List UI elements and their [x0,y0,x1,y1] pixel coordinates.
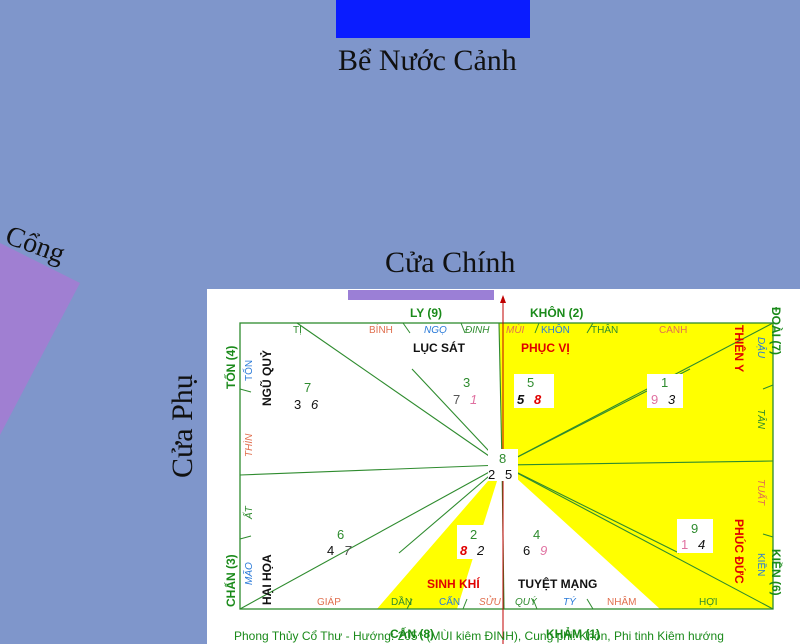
mountain-quy: QUÝ [515,595,538,608]
mountain-giap: GIÁP [317,595,341,608]
flying-star-sw-mountain: 5 [517,392,525,407]
flying-star-nw-base: 9 [691,521,698,536]
flying-star-se-facing: 6 [311,397,319,412]
star-tuyet-mang: TUYỆT MẠNG [518,576,597,591]
flying-star-nw-facing: 4 [698,537,705,552]
flying-star-s-facing: 1 [470,392,477,407]
mountain-dan: DẦN [391,595,412,608]
palace-kien: KIỀN (6) [769,549,784,596]
mountain-ton: TỐN [241,360,255,381]
sector-lines [239,322,774,610]
star-phuc-duc: PHÚC ĐỨC [732,519,747,584]
flying-star-se-mountain: 3 [294,397,301,412]
star-sinh-khi: SINH KHÍ [427,576,480,591]
flying-star-ne-box [457,525,493,559]
star-thien-y: THIÊN Y [732,325,747,372]
flying-star-nw-mountain: 1 [681,537,688,552]
flying-star-sw-box [514,374,554,408]
palace-can: CẤN (8) [390,626,434,641]
palace-doai: ĐOÀI (7) [769,307,784,355]
mountain-dau: DẬU [755,337,768,359]
flying-star-w-box [647,374,683,408]
mountain-nham: NHÂM [607,595,636,608]
mountain-tan: TÂN [755,409,768,430]
flying-star-center-mountain: 2 [488,467,495,482]
palace-khon: KHÔN (2) [530,305,583,320]
flying-star-s-base: 3 [463,375,470,390]
mountain-mui: MÙI [506,323,525,336]
mountain-ty: TÝ [563,595,577,608]
flying-star-e-base: 6 [337,527,344,542]
mountain-binh: BÍNH [369,323,393,336]
palace-ly: LY (9) [410,306,442,320]
flying-star-ne-facing: 2 [476,543,485,558]
flying-star-n-base: 4 [533,527,540,542]
mountain-canh: CANH [659,325,687,336]
flying-star-se-base: 7 [304,380,311,395]
flying-star-e-facing: 7 [344,543,352,558]
flying-star-sw-facing: 8 [534,392,542,407]
flying-star-center-facing: 5 [505,467,512,482]
mountain-khon: KHÔN [541,323,570,336]
mountain-suu: SỬU [479,595,502,608]
palace-kham: KHẢM (1) [546,626,600,641]
flying-star-ne-base: 2 [470,527,477,542]
mountain-ticks [239,322,774,610]
mountain-ti: TỊ [293,325,302,336]
main-door-label: Cửa Chính [385,246,516,279]
chart-border [239,322,774,610]
star-phuc-vi: PHỤC VỊ [521,341,570,355]
flying-star-ne-mountain: 8 [460,543,468,558]
flying-star-sw-base: 5 [527,375,534,390]
mountain-hoi: HỢI [699,597,718,608]
mountain-ngo: NGỌ [424,325,447,336]
flying-star-s-mountain: 7 [453,392,460,407]
palace-chan: CHẤN (3) [223,554,238,607]
side-door-label: Cửa Phụ [166,374,199,478]
mountain-at: ẤT [242,505,255,520]
mountain-dinh: ĐINH [465,325,490,336]
main-door-bar [348,290,494,300]
flying-star-n-mountain: 6 [523,543,530,558]
mountain-than: THÂN [591,323,618,336]
chart-caption: Phong Thủy Cổ Thư - Hướng: 205^ (MÙI kiê… [234,628,724,643]
pool-label: Bể Nước Cảnh [338,44,517,77]
center-box-top [496,449,510,467]
mountain-tuat: TUẤT [755,479,768,506]
flying-star-e-mountain: 4 [327,543,334,558]
mountain-kien: KIỀN [755,553,768,576]
star-luc-sat: LỤC SÁT [413,340,466,355]
palace-ton: TỐN (4) [223,346,238,389]
star-hai-hoa: HẠI HỌA [260,554,274,605]
flying-star-center-base: 8 [499,451,506,466]
flying-star-w-base: 1 [661,375,668,390]
flying-star-nw-box [677,519,713,553]
yellow-ne-zone-2 [377,465,502,609]
mountain-thin: THÌN [242,433,255,457]
mountain-mao: MÃO [242,562,255,585]
pool-rect [336,0,530,38]
flying-star-w-facing: 3 [668,392,676,407]
flying-star-n-facing: 9 [540,543,547,558]
bagua-chart: LY (9) KHÔN (2) KHẢM (1) CẤN (8) ĐOÀI (7… [207,289,800,644]
star-ngu-quy: NGŨ QUỶ [259,350,274,406]
flying-star-w-mountain: 9 [651,392,658,407]
mountain-can: CẤN [439,595,460,608]
